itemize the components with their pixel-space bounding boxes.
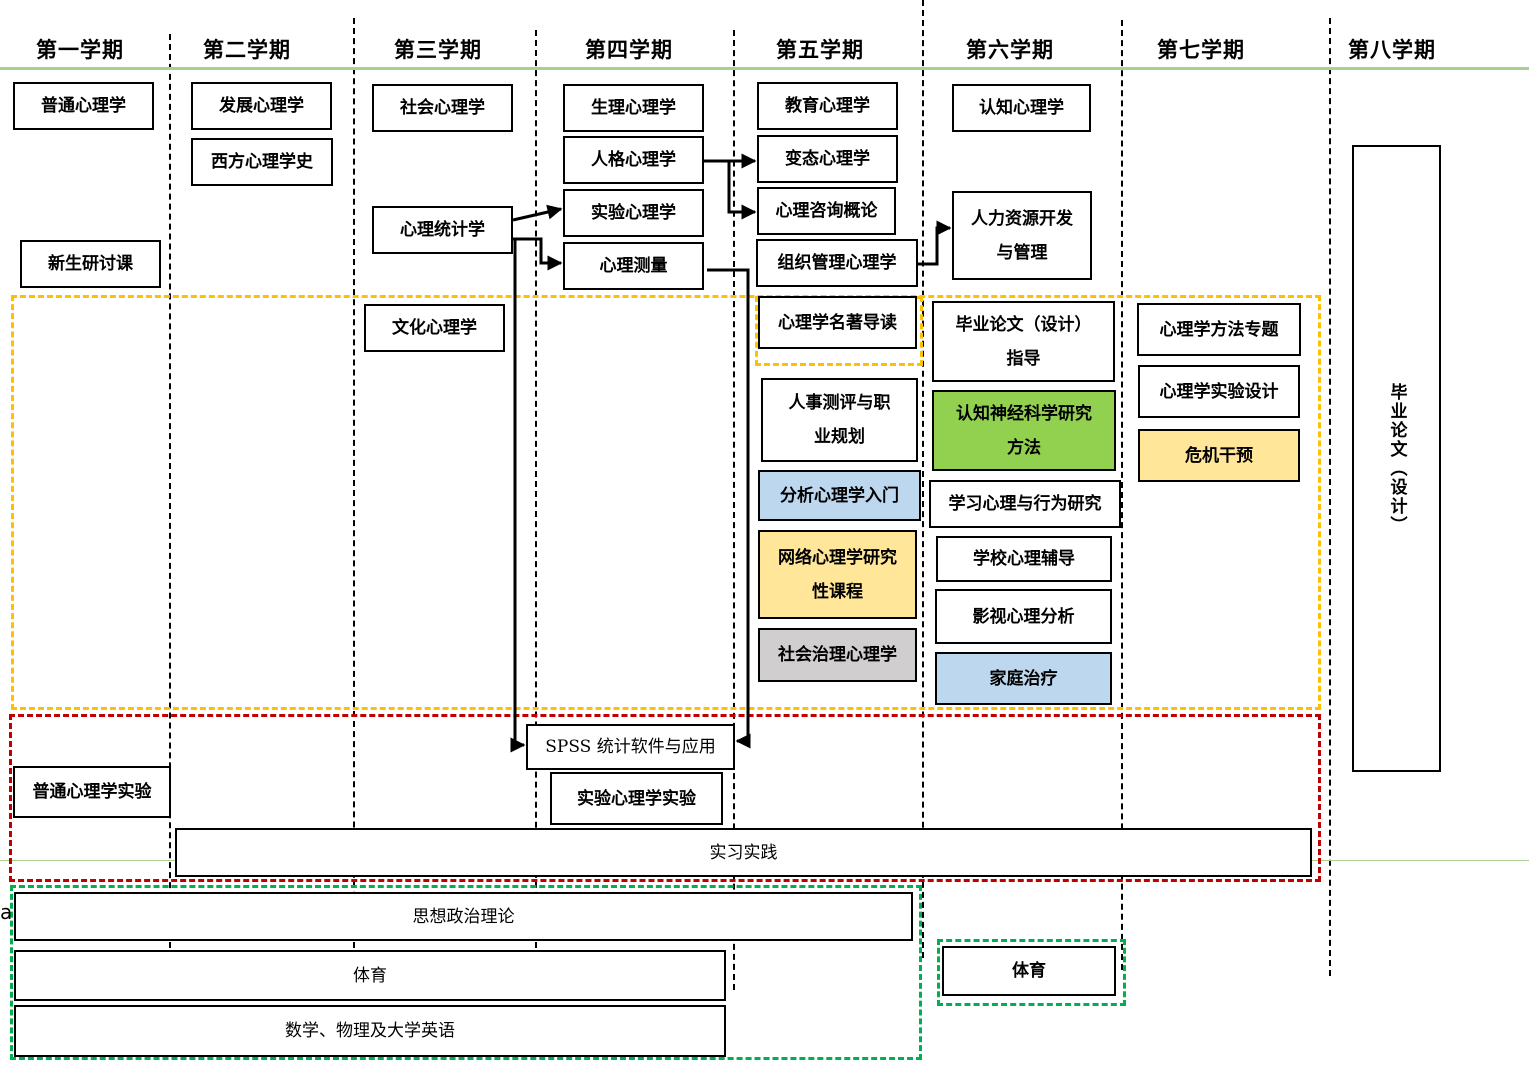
course-political-theory[interactable]: 思想政治理论 xyxy=(14,892,913,941)
course-internet-psychology[interactable]: 网络心理学研究性课程 xyxy=(758,530,917,619)
semester-3-header: 第三学期 xyxy=(394,37,482,62)
course-counseling-introduction[interactable]: 心理咨询概论 xyxy=(757,187,896,235)
course-methods-topics[interactable]: 心理学方法专题 xyxy=(1137,303,1301,356)
elective-group-outline xyxy=(11,295,1321,710)
course-analytical-psychology-intro[interactable]: 分析心理学入门 xyxy=(758,470,921,521)
course-educational-psychology[interactable]: 教育心理学 xyxy=(757,82,898,130)
semester-2-header: 第二学期 xyxy=(203,37,291,62)
course-social-psychology[interactable]: 社会心理学 xyxy=(372,84,513,132)
semester-1-header: 第一学期 xyxy=(36,37,124,62)
course-personnel-assessment[interactable]: 人事测评与职业规划 xyxy=(761,378,918,462)
course-crisis-intervention[interactable]: 危机干预 xyxy=(1138,429,1300,482)
course-psychological-measurement[interactable]: 心理测量 xyxy=(563,242,704,290)
course-classics-reading[interactable]: 心理学名著导读 xyxy=(758,296,917,349)
course-cognitive-neuroscience-methods[interactable]: 认知神经科学研究方法 xyxy=(932,390,1116,471)
course-school-counseling[interactable]: 学校心理辅导 xyxy=(936,536,1112,582)
course-hr-management[interactable]: 人力资源开发与管理 xyxy=(952,191,1092,280)
course-freshman-seminar[interactable]: 新生研讨课 xyxy=(20,240,161,288)
course-physiological-psychology[interactable]: 生理心理学 xyxy=(563,84,704,132)
semester-6-header: 第六学期 xyxy=(966,37,1054,62)
semester-divider xyxy=(169,34,171,948)
course-psychological-statistics[interactable]: 心理统计学 xyxy=(372,206,513,254)
course-cognitive-psychology[interactable]: 认知心理学 xyxy=(952,84,1091,132)
course-general-psychology[interactable]: 普通心理学 xyxy=(13,82,154,130)
course-western-psychology-history[interactable]: 西方心理学史 xyxy=(191,138,333,186)
semester-divider xyxy=(353,18,355,948)
course-thesis-guidance[interactable]: 毕业论文（设计）指导 xyxy=(932,301,1115,382)
course-internship-practice[interactable]: 实习实践 xyxy=(175,828,1312,877)
course-abnormal-psychology[interactable]: 变态心理学 xyxy=(757,135,898,183)
semester-4-header: 第四学期 xyxy=(585,37,673,62)
semester-divider xyxy=(1121,20,1123,970)
general-education-group-outline xyxy=(10,885,922,1060)
course-pe-s6[interactable]: 体育 xyxy=(942,946,1116,996)
course-experimental-psychology-lab[interactable]: 实验心理学实验 xyxy=(550,772,723,825)
semester-divider xyxy=(1329,18,1331,976)
course-family-therapy[interactable]: 家庭治疗 xyxy=(935,652,1112,705)
course-cultural-psychology[interactable]: 文化心理学 xyxy=(364,304,505,352)
pe-s6-group-outline xyxy=(937,939,1126,1006)
course-experiment-design[interactable]: 心理学实验设计 xyxy=(1138,365,1300,418)
course-general-psychology-lab[interactable]: 普通心理学实验 xyxy=(13,766,171,818)
course-math-physics-english[interactable]: 数学、物理及大学英语 xyxy=(14,1005,726,1057)
course-spss[interactable]: SPSS 统计软件与应用 xyxy=(526,724,735,770)
course-social-governance-psychology[interactable]: 社会治理心理学 xyxy=(758,628,917,682)
semester-5-header: 第五学期 xyxy=(776,37,864,62)
arrow-statistics-to-measurement xyxy=(513,237,563,271)
course-organizational-psychology[interactable]: 组织管理心理学 xyxy=(756,239,918,287)
stray-text: a xyxy=(0,900,13,924)
course-developmental-psychology[interactable]: 发展心理学 xyxy=(191,82,332,130)
course-graduation-thesis[interactable]: 毕业论文（设计） xyxy=(1352,145,1441,772)
semester-8-header: 第八学期 xyxy=(1348,37,1436,62)
course-personality-psychology[interactable]: 人格心理学 xyxy=(563,136,704,184)
practice-group-outline xyxy=(9,714,1321,882)
semester-divider xyxy=(535,30,537,948)
course-film-psychology-analysis[interactable]: 影视心理分析 xyxy=(935,589,1112,644)
arrow-statistics-to-experimental xyxy=(512,204,563,222)
semester-7-header: 第七学期 xyxy=(1157,37,1245,62)
header-rule xyxy=(0,67,1529,70)
course-pe[interactable]: 体育 xyxy=(14,950,726,1001)
course-experimental-psychology[interactable]: 实验心理学 xyxy=(563,189,704,237)
course-learning-behavior-research[interactable]: 学习心理与行为研究 xyxy=(929,480,1121,528)
semester-divider xyxy=(922,0,924,958)
